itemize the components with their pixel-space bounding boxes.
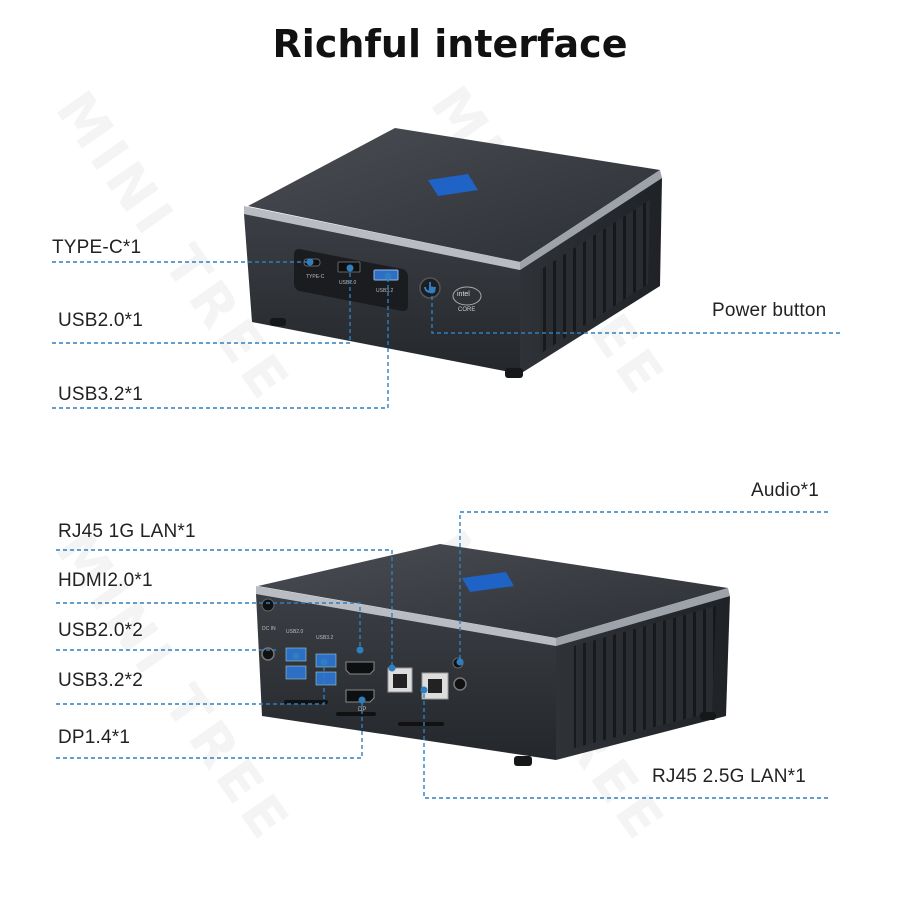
front-pc-top [248,128,660,262]
front-mini-pc: TYPE-C USB2.0 USB3.2 intel CORE [244,128,662,378]
dp-label: DP1.4*1 [58,727,131,748]
intel-core-logo-icon [452,286,482,306]
rear-usb20-label: USB2.0*2 [58,620,144,641]
intel-badge-icon [462,572,514,592]
typec-label: TYPE-C*1 [52,237,142,258]
usb32-port-text: USB3.2 [376,288,393,294]
rj45-1g-label: RJ45 1G LAN*1 [58,521,196,542]
intel-logo-text: intel [457,291,470,298]
audio-label: Audio*1 [751,480,819,501]
rj45-25g-label: RJ45 2.5G LAN*1 [652,766,807,787]
power-button-label: Power button [712,300,827,321]
rear-usb32-port-text: USB3.2 [316,635,333,641]
rear-usb32-label: USB3.2*2 [58,670,144,691]
usb20-label: USB2.0*1 [58,310,144,331]
rear-pc-top [258,544,728,638]
core-logo-text: CORE [458,307,475,313]
front-leader-lines [52,261,840,409]
page-title: Richful interface [272,22,628,66]
usb32-label: USB3.2*1 [58,384,144,405]
dc-in-port [261,647,275,661]
rear-mini-pc: DC IN USB2.0 USB3.2 DP [256,544,730,766]
dcin-port-text: DC IN [262,626,276,632]
audio-port [453,677,467,691]
usb20-port-text: USB2.0 [339,280,356,286]
hdmi-label: HDMI2.0*1 [58,570,153,591]
intel-badge-icon [428,174,478,196]
rear-leader-lines [56,511,828,799]
front-pc-bezel [244,206,520,270]
hdmi-port [345,661,375,675]
dp-port [345,689,375,703]
rear-usb20-port-text: USB2.0 [286,629,303,635]
typec-port-text: TYPE-C [306,274,325,280]
